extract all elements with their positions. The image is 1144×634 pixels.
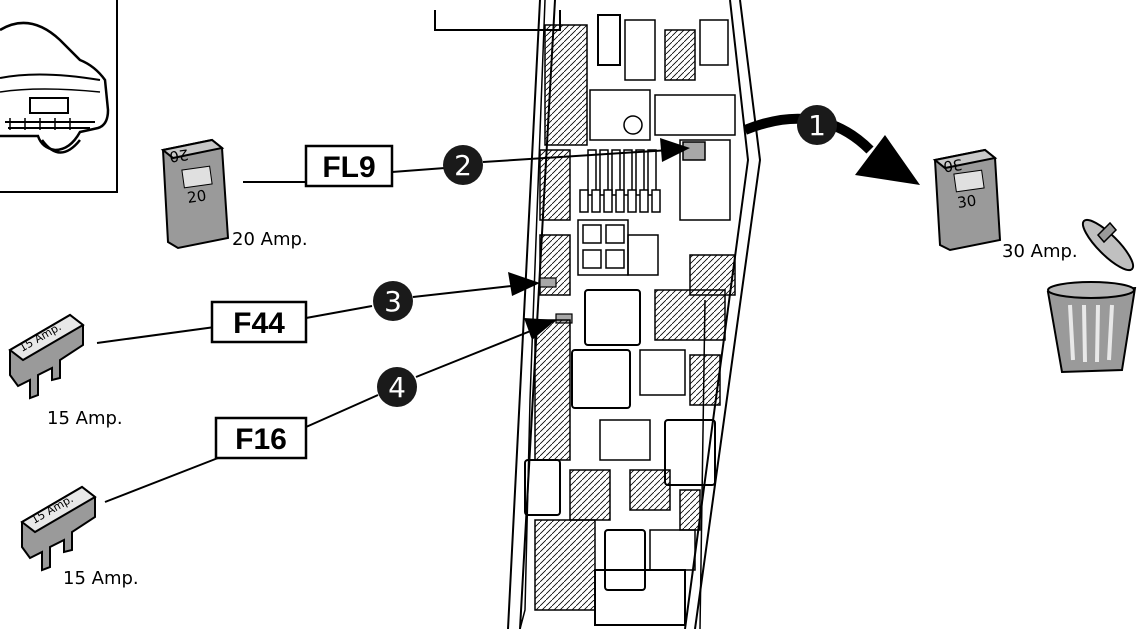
old-fuse-top-rating: 30 (942, 155, 963, 175)
new-fuse-amp-label: 20 Amp. (232, 229, 308, 250)
fl9-label-box: FL9 (304, 144, 394, 188)
new-fuse-rating: 20 (186, 186, 207, 206)
f16-amp-label: 15 Amp. (63, 568, 139, 589)
badge-step-1-number: 1 (808, 109, 826, 142)
old-fuse-30a: 30 30 (932, 148, 1002, 252)
f16-blade-fuse: 15 Amp. (20, 485, 97, 572)
f44-amp-label: 15 Amp. (47, 408, 123, 429)
new-fuse-top-rating: 20 (168, 145, 189, 165)
f44-blade-fuse: 15 Amp. (8, 313, 85, 400)
badge-step-3: 3 (373, 281, 413, 321)
badge-step-1: 1 (797, 105, 837, 145)
badge-step-2: 2 (443, 145, 483, 185)
fuse-box-panel (434, 0, 762, 630)
old-fuse-amp-label: 30 Amp. (1002, 241, 1078, 262)
f44-label: F44 (233, 307, 285, 340)
badge-step-4-number: 4 (388, 371, 406, 404)
badge-step-2-number: 2 (454, 149, 472, 182)
f16-label-box: F16 (214, 416, 308, 460)
badge-step-4: 4 (377, 367, 417, 407)
old-fuse-rating: 30 (956, 191, 977, 211)
f16-label: F16 (235, 423, 287, 456)
fl9-slot (682, 141, 706, 161)
trash-can-icon (1046, 218, 1137, 374)
badge-step-3-number: 3 (384, 285, 402, 318)
new-fuse-20a: 20 20 (160, 138, 230, 250)
f44-label-box: F44 (210, 300, 308, 344)
vehicle-location-inset (0, 0, 118, 193)
fl9-label: FL9 (322, 151, 375, 184)
f44-slot (539, 277, 557, 288)
